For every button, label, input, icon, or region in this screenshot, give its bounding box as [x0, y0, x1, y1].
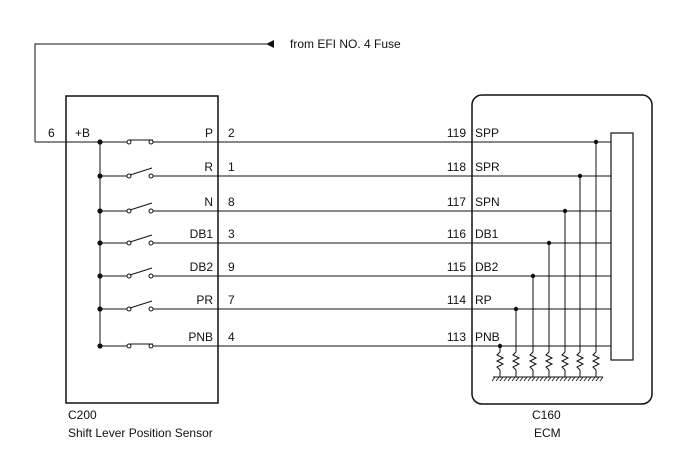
switch-label: N [204, 195, 213, 209]
ecm-ground-icon [491, 376, 604, 382]
switch-contact [126, 343, 132, 349]
pulldown-resistor-icon [495, 351, 505, 371]
ecm: 119 SPP 118 SPR 117 SPN 116 DB1 115 DB2 114 RP 113 PN… [447, 94, 653, 440]
ecm-input-db2: 115 DB2 [447, 260, 611, 352]
pulldown-resistor-icon [528, 351, 538, 371]
sensor-box [65, 95, 219, 404]
pulldown-resistor-icon [544, 351, 554, 371]
switch-contact [148, 139, 154, 145]
sensor-pin-number: 1 [228, 160, 235, 174]
pulldown-resistor-icon [591, 351, 601, 371]
switch-contact [148, 208, 154, 214]
signal-wires [218, 141, 472, 347]
sensor-pin-number: 3 [228, 227, 235, 241]
switch-blade-open [129, 167, 153, 176]
switch-label: DB1 [190, 227, 214, 241]
ecm-input-label: SPN [475, 195, 500, 209]
ecm-processor-block [610, 132, 634, 361]
pulldown-resistor-icon [511, 351, 521, 371]
switch-label: DB2 [190, 260, 214, 274]
sensor-pin-number: 9 [228, 260, 235, 274]
switch-blade-open [129, 267, 153, 276]
sensor-connector: C200 [68, 408, 97, 422]
ecm-name: ECM [534, 426, 561, 440]
ecm-input-spp: 119 SPP [447, 126, 611, 352]
ecm-input-pnb: 113 PNB [447, 330, 611, 352]
sensor-pin-number: 2 [228, 126, 235, 140]
ecm-input-label: DB1 [475, 227, 499, 241]
sensor-pin-number: 8 [228, 195, 235, 209]
ecm-pin-number: 116 [447, 227, 466, 241]
ecm-input-spr: 118 SPR [447, 160, 611, 352]
sensor-pin-number: 4 [228, 330, 235, 344]
switch-contact [148, 306, 154, 312]
ecm-input-spn: 117 SPN [447, 195, 611, 352]
ecm-input-label: RP [475, 293, 492, 307]
ecm-box [471, 94, 653, 405]
switch-blade-open [129, 202, 153, 211]
power-feed-wire [34, 43, 270, 142]
switch-contact [126, 139, 132, 145]
switch-contact [148, 273, 154, 279]
power-feed-arrow-icon [266, 40, 274, 48]
ecm-pin-number: 119 [447, 126, 466, 140]
switch-label: R [204, 160, 213, 174]
switch-label: PNB [188, 330, 213, 344]
sensor-pin-number: 7 [228, 293, 235, 307]
sensor-input-label: +B [75, 126, 90, 140]
sensor-input-pin: 6 [48, 126, 55, 140]
switch-blade-open [129, 300, 153, 309]
ecm-input-label: SPR [475, 160, 500, 174]
ecm-pin-number: 117 [447, 195, 466, 209]
switch-contact [148, 173, 154, 179]
ecm-pin-number: 115 [447, 260, 466, 274]
switch-pr: PR 7 [97, 293, 235, 312]
pulldown-resistor-icon [560, 351, 570, 371]
sensor-name: Shift Lever Position Sensor [68, 426, 213, 440]
switch-contact [148, 240, 154, 246]
switch-label: P [205, 126, 213, 140]
ecm-input-db1: 116 DB1 [447, 227, 611, 352]
ecm-inputs: 119 SPP 118 SPR 117 SPN 116 DB1 115 DB2 114 RP 113 PN… [447, 126, 611, 352]
switch-blade-open [129, 234, 153, 243]
ecm-input-label: PNB [475, 330, 500, 344]
switch-contact [148, 343, 154, 349]
ecm-pin-number: 113 [447, 330, 466, 344]
switch-label: PR [196, 293, 213, 307]
switch-db1: DB1 3 [97, 227, 235, 246]
ecm-input-label: SPP [475, 126, 499, 140]
ecm-input-label: DB2 [475, 260, 499, 274]
power-source-label: from EFI NO. 4 Fuse [290, 37, 401, 51]
ecm-input-rp: 114 RP [447, 293, 611, 352]
ecm-pin-number: 114 [447, 293, 466, 307]
ecm-pin-number: 118 [447, 160, 466, 174]
switch-db2: DB2 9 [97, 260, 235, 279]
ecm-pulldown-resistors [495, 351, 601, 377]
power-feed: from EFI NO. 4 Fuse 6 [34, 37, 401, 143]
ecm-connector: C160 [532, 408, 561, 422]
pulldown-resistor-icon [575, 351, 585, 371]
switch-pnb: PNB 4 [97, 330, 235, 349]
